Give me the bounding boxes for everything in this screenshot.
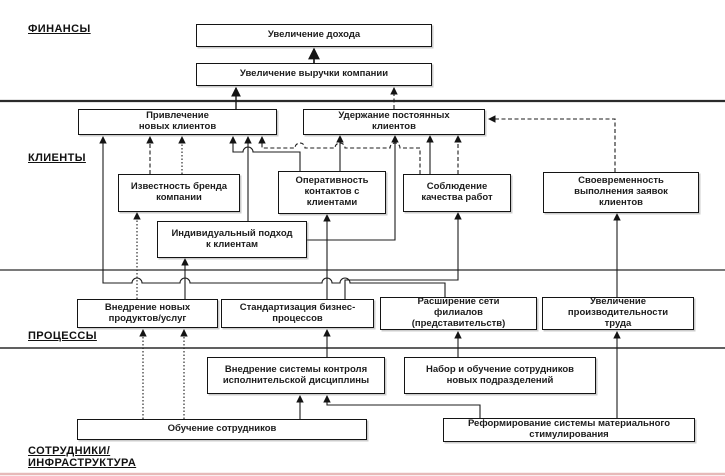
- edge-standardization-quality: [344, 212, 462, 299]
- node-training: Обучение сотрудников: [77, 419, 367, 440]
- edge-expansion-attract: [99, 136, 446, 297]
- node-timeliness: Своевременность выполнения заявок клиент…: [543, 172, 699, 213]
- section-label-clients: КЛИЕНТЫ: [28, 152, 86, 164]
- node-brand: Известность бренда компании: [118, 174, 240, 212]
- edge-timeliness-retain: [488, 115, 616, 172]
- node-standardization: Стандартизация бизнес- процессов: [221, 299, 374, 328]
- node-recruiting: Набор и обучение сотрудников новых подра…: [404, 357, 596, 394]
- node-discipline: Внедрение системы контроля исполнительск…: [207, 357, 385, 394]
- edge-incentives-discipline: [323, 395, 481, 418]
- node-expansion: Расширение сети филиалов (представительс…: [380, 297, 537, 330]
- node-revenue: Увеличение выручки компании: [196, 63, 432, 86]
- node-promptness: Оперативность контактов с клиентами: [278, 171, 386, 214]
- node-productivity: Увеличение производительности труда: [542, 297, 694, 330]
- node-retain: Удержание постоянных клиентов: [303, 109, 485, 135]
- node-products: Внедрение новых продуктов/услуг: [77, 299, 218, 328]
- section-label-finance: ФИНАНСЫ: [28, 23, 91, 35]
- node-income: Увеличение дохода: [196, 24, 432, 47]
- node-incentives: Реформирование системы материального сти…: [443, 418, 695, 442]
- node-attract: Привлечение новых клиентов: [78, 109, 277, 135]
- node-individual: Индивидуальный подход к клиентам: [157, 221, 307, 258]
- edge-quality-attract: [258, 136, 421, 174]
- section-label-processes: ПРОЦЕССЫ: [28, 330, 97, 342]
- edge-individual-retain: [307, 135, 399, 241]
- edge-promptness-attract: [229, 136, 301, 171]
- node-quality: Соблюдение качества работ: [403, 174, 511, 212]
- section-label-staff-line1: СОТРУДНИКИ/: [28, 445, 111, 457]
- section-label-staff-line2: ИНФРАСТРУКТУРА: [28, 456, 137, 469]
- section-label-staff: СОТРУДНИКИ/ ИНФРАСТРУКТУРА: [28, 445, 137, 470]
